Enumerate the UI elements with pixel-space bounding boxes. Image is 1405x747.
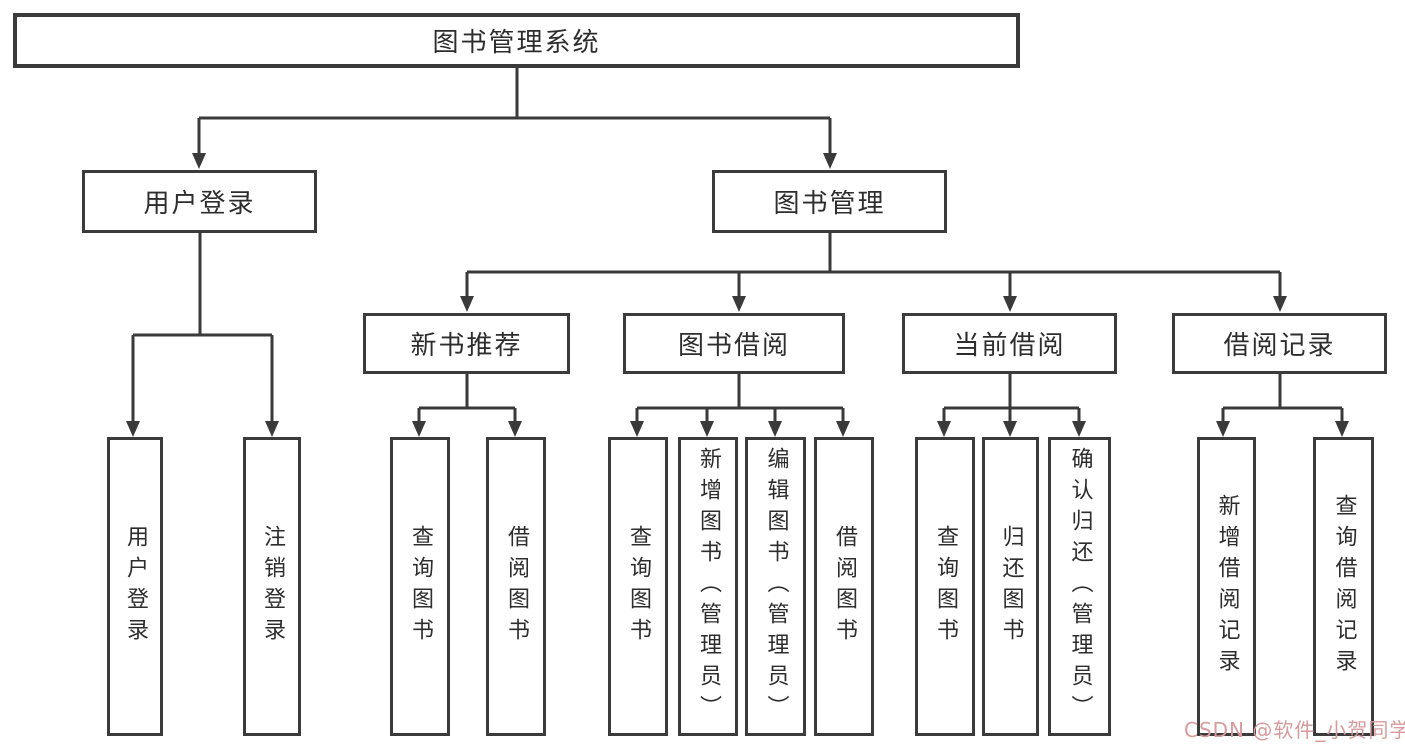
node-current-borrow: 当前借阅 [902, 313, 1117, 374]
leaf-query-borrow-record: 查询借阅记录 [1313, 437, 1374, 736]
leaf-recommend-query-books-label: 查询图书 [408, 524, 433, 649]
leaf-user-login-label: 用户登录 [123, 524, 148, 649]
leaf-confirm-return-admin: 确认归还（管理员） [1048, 437, 1111, 736]
leaf-borrow-query-books-label: 查询图书 [626, 524, 651, 649]
leaf-recommend-borrow-books-label: 借阅图书 [504, 524, 529, 649]
node-user-login: 用户登录 [82, 170, 317, 233]
leaf-logout-label: 注销登录 [260, 524, 285, 649]
leaf-add-books-admin-label: 新增图书（管理员） [696, 447, 721, 726]
csdn-watermark: CSDN @软件_小贺同学 [1184, 718, 1405, 742]
node-book-management: 图书管理 [712, 170, 947, 233]
leaf-return-books: 归还图书 [982, 437, 1039, 736]
leaf-logout: 注销登录 [243, 437, 301, 736]
leaf-add-borrow-record-label: 新增借阅记录 [1214, 493, 1240, 680]
leaf-return-books-label: 归还图书 [998, 524, 1024, 649]
leaf-edit-books-admin: 编辑图书（管理员） [745, 437, 806, 736]
leaf-query-borrow-record-label: 查询借阅记录 [1331, 493, 1357, 680]
leaf-borrow-books: 借阅图书 [814, 437, 874, 736]
node-new-book-recommend: 新书推荐 [363, 313, 570, 374]
leaf-current-query-books: 查询图书 [915, 437, 975, 736]
leaf-edit-books-admin-label: 编辑图书（管理员） [763, 447, 789, 726]
node-root-system: 图书管理系统 [13, 13, 1020, 68]
node-book-borrow: 图书借阅 [623, 313, 845, 374]
leaf-borrow-query-books: 查询图书 [608, 437, 668, 736]
leaf-add-borrow-record: 新增借阅记录 [1197, 437, 1256, 736]
leaf-current-query-books-label: 查询图书 [933, 524, 958, 649]
leaf-user-login: 用户登录 [107, 437, 163, 736]
leaf-recommend-query-books: 查询图书 [390, 437, 450, 736]
leaf-recommend-borrow-books: 借阅图书 [486, 437, 546, 736]
leaf-confirm-return-admin-label: 确认归还（管理员） [1067, 447, 1093, 726]
arrowheads [126, 153, 1349, 437]
leaf-borrow-books-label: 借阅图书 [832, 524, 857, 649]
node-borrow-records: 借阅记录 [1172, 313, 1387, 374]
leaf-add-books-admin: 新增图书（管理员） [678, 437, 738, 736]
